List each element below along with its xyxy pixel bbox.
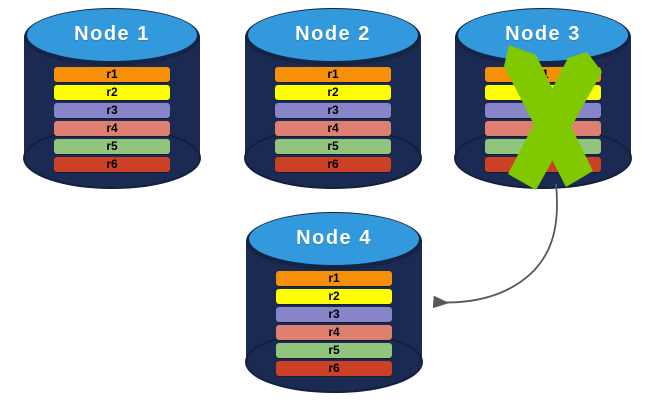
arrow-path xyxy=(432,183,558,309)
row-r4[interactable]: r4 xyxy=(54,121,170,136)
node-rows-3: r1 r2 r3 r4 r5 r6 xyxy=(485,67,601,172)
row-label: r3 xyxy=(106,103,118,117)
row-r6[interactable]: r6 xyxy=(276,361,392,376)
row-r1[interactable]: r1 xyxy=(54,67,170,82)
row-r6[interactable]: r6 xyxy=(275,157,391,172)
row-label: r1 xyxy=(327,67,339,81)
row-label: r3 xyxy=(537,103,549,117)
row-r1[interactable]: r1 xyxy=(276,271,392,286)
row-label: r2 xyxy=(328,289,340,303)
row-r4[interactable]: r4 xyxy=(485,121,601,136)
row-r4[interactable]: r4 xyxy=(276,325,392,340)
row-r3[interactable]: r3 xyxy=(54,103,170,118)
row-label: r3 xyxy=(328,307,340,321)
row-label: r4 xyxy=(106,121,118,135)
row-r2[interactable]: r2 xyxy=(54,85,170,100)
node-rows-2: r1 r2 r3 r4 r5 r6 xyxy=(275,67,391,172)
node-title-4: Node 4 xyxy=(296,227,372,249)
row-r1[interactable]: r1 xyxy=(275,67,391,82)
row-r5[interactable]: r5 xyxy=(54,139,170,154)
row-r6[interactable]: r6 xyxy=(54,157,170,172)
node-cylinder-1[interactable]: Node 1 r1 r2 r3 r4 r5 r6 xyxy=(22,6,202,198)
row-label: r4 xyxy=(537,121,549,135)
row-label: r6 xyxy=(106,157,118,171)
row-label: r2 xyxy=(537,85,549,99)
row-r2[interactable]: r2 xyxy=(485,85,601,100)
node-cylinder-3[interactable]: Node 3 r1 r2 r3 r4 r5 r6 xyxy=(453,6,633,198)
node-title-3: Node 3 xyxy=(505,23,581,45)
node-rows-4: r1 r2 r3 r4 r5 r6 xyxy=(276,271,392,376)
row-label: r3 xyxy=(327,103,339,117)
row-label: r4 xyxy=(328,325,340,339)
row-label: r1 xyxy=(328,271,340,285)
row-label: r5 xyxy=(327,139,339,153)
row-label: r1 xyxy=(106,67,118,81)
node-cylinder-4[interactable]: Node 4 r1 r2 r3 r4 r5 r6 xyxy=(244,210,424,402)
row-label: r4 xyxy=(327,121,339,135)
row-r3[interactable]: r3 xyxy=(276,307,392,322)
row-r5[interactable]: r5 xyxy=(485,139,601,154)
node-cylinder-2[interactable]: Node 2 r1 r2 r3 r4 r5 r6 xyxy=(243,6,423,198)
row-label: r2 xyxy=(327,85,339,99)
row-r2[interactable]: r2 xyxy=(276,289,392,304)
row-r5[interactable]: r5 xyxy=(276,343,392,358)
node-title-2: Node 2 xyxy=(295,23,371,45)
row-label: r6 xyxy=(328,361,340,375)
row-r6[interactable]: r6 xyxy=(485,157,601,172)
row-label: r5 xyxy=(328,343,340,357)
row-label: r6 xyxy=(537,157,549,171)
row-label: r2 xyxy=(106,85,118,99)
row-r3[interactable]: r3 xyxy=(275,103,391,118)
row-label: r5 xyxy=(106,139,118,153)
row-label: r1 xyxy=(537,67,549,81)
node-title-1: Node 1 xyxy=(74,23,150,45)
row-r1[interactable]: r1 xyxy=(485,67,601,82)
row-label: r6 xyxy=(327,157,339,171)
row-r4[interactable]: r4 xyxy=(275,121,391,136)
row-r3[interactable]: r3 xyxy=(485,103,601,118)
row-r2[interactable]: r2 xyxy=(275,85,391,100)
node-rows-1: r1 r2 r3 r4 r5 r6 xyxy=(54,67,170,172)
row-label: r5 xyxy=(537,139,549,153)
row-r5[interactable]: r5 xyxy=(275,139,391,154)
